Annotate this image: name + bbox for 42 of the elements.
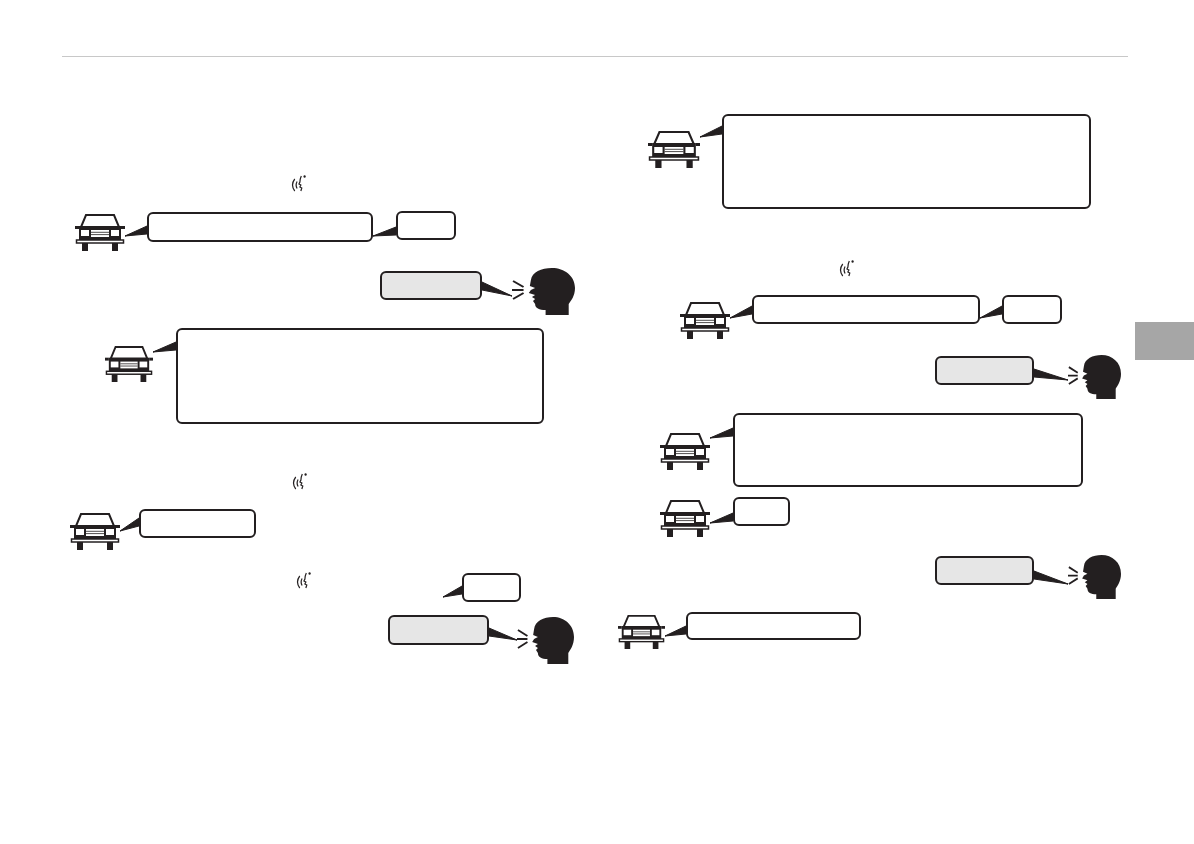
bubble-tail <box>709 427 734 439</box>
speech-bubble <box>686 612 861 640</box>
car-icon <box>105 346 153 382</box>
speech-bubble <box>935 356 1034 385</box>
speaking-head-icon <box>517 617 574 664</box>
speech-bubble <box>722 114 1091 209</box>
car-icon <box>618 615 665 649</box>
bubble-tail <box>709 512 734 524</box>
car-icon <box>648 131 700 168</box>
bubble-tail <box>488 627 518 641</box>
speaking-head-icon <box>1068 555 1121 599</box>
bubble-tail <box>664 625 687 637</box>
bubble-tail <box>1033 570 1069 585</box>
speech-bubble <box>733 497 790 526</box>
bubble-tail <box>372 226 397 237</box>
car-icon <box>660 433 710 470</box>
bubble-tail <box>699 125 723 138</box>
bubble-tail <box>729 305 753 319</box>
car-icon <box>680 302 730 339</box>
car-icon <box>660 500 710 537</box>
speech-bubble <box>176 328 544 424</box>
speech-bubble <box>380 271 482 300</box>
speech-bubble <box>1002 295 1062 324</box>
speaking-head-icon <box>512 268 575 315</box>
bubble-tail <box>1033 368 1069 381</box>
bubble-tail <box>152 341 177 353</box>
car-icon <box>75 214 125 251</box>
speech-bubble <box>935 556 1034 585</box>
bubble-tail <box>119 517 140 532</box>
bubble-tail <box>481 281 513 297</box>
speech-bubble <box>733 413 1083 487</box>
car-icon <box>70 513 120 550</box>
bubble-tail <box>979 305 1003 319</box>
bubble-tail <box>442 585 463 598</box>
speech-bubble <box>388 615 489 645</box>
bubble-tail <box>124 225 148 237</box>
speech-bubble <box>462 573 521 602</box>
speech-bubble <box>139 509 256 538</box>
speech-bubble <box>752 295 980 324</box>
speaking-head-icon <box>1068 355 1121 399</box>
speech-bubble <box>396 211 456 240</box>
speech-bubble <box>147 212 373 242</box>
